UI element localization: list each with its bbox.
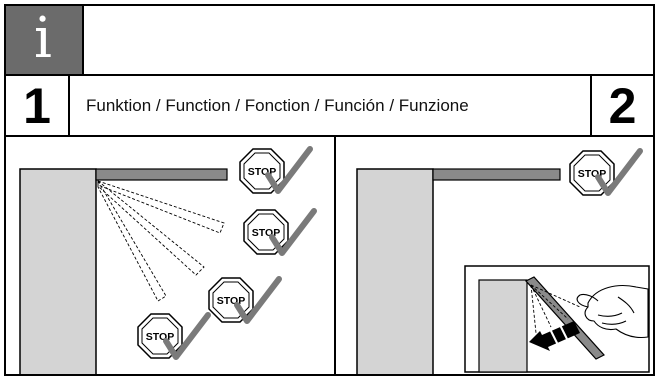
inset-beams bbox=[530, 284, 581, 334]
inset-door-leaf bbox=[478, 279, 528, 373]
title-rule bbox=[4, 135, 655, 137]
left-panel-illustration: STOP STOP STOP STOP bbox=[19, 146, 317, 374]
frame-top bbox=[4, 4, 655, 6]
arrow-icon bbox=[529, 321, 580, 351]
checkmark-icon-4 bbox=[163, 312, 211, 360]
frame-right bbox=[653, 4, 655, 376]
detail-inset bbox=[464, 265, 650, 373]
right-panel-illustration: STOP bbox=[356, 148, 650, 374]
info-icon: i bbox=[34, 6, 52, 71]
sensor-beams bbox=[97, 179, 225, 302]
stop-sign-4: STOP bbox=[137, 313, 183, 359]
checkmark-icon-1 bbox=[265, 146, 313, 194]
checkmark-icon-2 bbox=[269, 208, 317, 256]
step1-divider bbox=[68, 74, 70, 137]
stop-label: STOP bbox=[146, 331, 174, 343]
checkmark-icon-5 bbox=[595, 148, 643, 196]
door-leaf bbox=[19, 168, 97, 374]
door-header bbox=[95, 168, 228, 181]
info-tab: i bbox=[4, 4, 82, 74]
checkmark-icon-3 bbox=[234, 276, 282, 324]
info-divider bbox=[82, 4, 84, 76]
panel-divider bbox=[334, 135, 336, 376]
step2-divider bbox=[590, 74, 592, 137]
door-header bbox=[432, 168, 561, 181]
stop-label: STOP bbox=[217, 295, 245, 307]
frame-left bbox=[4, 4, 6, 376]
step-number-2: 2 bbox=[608, 77, 637, 134]
header-rule bbox=[4, 74, 655, 76]
door-leaf bbox=[356, 168, 434, 374]
hand-icon bbox=[576, 285, 649, 339]
stop-label: STOP bbox=[252, 227, 280, 239]
frame-bottom bbox=[4, 374, 655, 376]
step-number-1: 1 bbox=[23, 77, 51, 134]
function-title: Funktion / Function / Fonction / Función… bbox=[86, 95, 469, 115]
